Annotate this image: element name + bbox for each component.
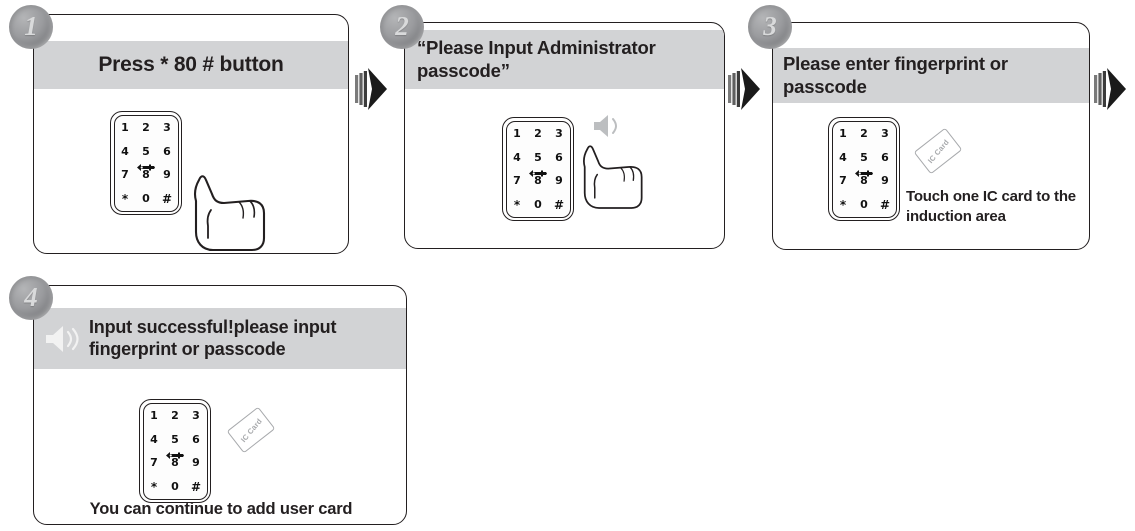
- keypad-key-6[interactable]: 6: [881, 150, 889, 164]
- step-4-caption: You can continue to add user card: [89, 500, 353, 518]
- step-1-banner: Press * 80 # button: [34, 41, 348, 89]
- step-badge-4-number: 4: [24, 281, 38, 312]
- step-2-banner-text: “Please Input Administrator passcode”: [417, 37, 656, 81]
- keypad-key-3[interactable]: 3: [163, 120, 171, 134]
- step-badge-1-number: 1: [24, 10, 38, 41]
- keypad-key-4[interactable]: 4: [121, 144, 129, 158]
- keypad-inner: 1 2 3 4 5 6 7 8 9 * 0 #: [142, 402, 208, 500]
- step-badge-3-number: 3: [763, 10, 777, 41]
- keypad-key-6[interactable]: 6: [163, 144, 171, 158]
- keypad-key-8[interactable]: 8: [171, 456, 179, 470]
- keypad-step-4[interactable]: 1 2 3 4 5 6 7 8 9 * 0 #: [139, 399, 211, 503]
- keypad-key-1[interactable]: 1: [121, 120, 129, 134]
- keypad-key-hash[interactable]: #: [190, 479, 202, 494]
- keypad-key-1[interactable]: 1: [513, 126, 521, 140]
- keypad-key-0[interactable]: 0: [534, 198, 542, 212]
- keypad-key-3[interactable]: 3: [881, 126, 889, 140]
- keypad-key-hash[interactable]: #: [879, 197, 891, 212]
- keypad-inner: 1 2 3 4 5 6 7 8 9 * 0 #: [831, 120, 897, 218]
- ic-card-icon: IC Card: [226, 406, 276, 454]
- keypad-key-9[interactable]: 9: [192, 456, 200, 470]
- speaker-icon: [591, 111, 627, 141]
- pointing-hand-icon: [573, 141, 645, 213]
- keypad-key-3[interactable]: 3: [555, 126, 563, 140]
- keypad-key-0[interactable]: 0: [142, 192, 150, 206]
- step-3-banner: Please enter fingerprint or passcode: [773, 48, 1089, 103]
- keypad-key-9[interactable]: 9: [881, 174, 889, 188]
- step-panel-1: Press * 80 # button 1 2 3 4 5 6 7 8 9 * …: [33, 14, 349, 254]
- keypad-key-7[interactable]: 7: [150, 456, 158, 470]
- keypad-key-8[interactable]: 8: [142, 168, 150, 182]
- ic-card-label: IC Card: [238, 416, 264, 444]
- keypad-key-3[interactable]: 3: [192, 408, 200, 422]
- keypad-key-1[interactable]: 1: [839, 126, 847, 140]
- keypad-key-5[interactable]: 5: [860, 150, 868, 164]
- keypad-key-7[interactable]: 7: [513, 174, 521, 188]
- ic-card-icon: IC Card: [913, 127, 963, 175]
- step-badge-4: 4: [9, 276, 53, 320]
- keypad-key-2[interactable]: 2: [142, 120, 150, 134]
- keypad-key-star[interactable]: *: [839, 197, 847, 212]
- keypad-key-star[interactable]: *: [150, 479, 158, 494]
- step-4-banner-text: Input successful!please input fingerprin…: [89, 316, 337, 359]
- keypad-key-5[interactable]: 5: [171, 432, 179, 446]
- step-2-banner: “Please Input Administrator passcode”: [405, 30, 724, 89]
- step-badge-3: 3: [748, 5, 792, 49]
- keypad-key-0[interactable]: 0: [171, 480, 179, 494]
- step-badge-2-number: 2: [395, 10, 409, 41]
- step-badge-1: 1: [9, 5, 53, 49]
- keypad-key-star[interactable]: *: [513, 197, 521, 212]
- keypad-key-9[interactable]: 9: [555, 174, 563, 188]
- keypad-key-1[interactable]: 1: [150, 408, 158, 422]
- keypad-step-3[interactable]: 1 2 3 4 5 6 7 8 9 * 0 #: [828, 117, 900, 221]
- keypad-key-5[interactable]: 5: [534, 150, 542, 164]
- arrow-1-to-2: [355, 66, 389, 112]
- keypad-key-4[interactable]: 4: [150, 432, 158, 446]
- pointing-hand-icon: [184, 170, 266, 253]
- speaker-icon: [42, 322, 86, 356]
- keypad-key-0[interactable]: 0: [860, 198, 868, 212]
- keypad-key-2[interactable]: 2: [171, 408, 179, 422]
- keypad-key-hash[interactable]: #: [553, 197, 565, 212]
- keypad-key-hash[interactable]: #: [161, 191, 173, 206]
- step-4-banner: Input successful!please input fingerprin…: [34, 308, 406, 369]
- step-3-banner-text: Please enter fingerprint or passcode: [783, 53, 1008, 97]
- step-badge-2: 2: [380, 5, 424, 49]
- keypad-step-1[interactable]: 1 2 3 4 5 6 7 8 9 * 0 #: [110, 111, 182, 215]
- keypad-key-2[interactable]: 2: [860, 126, 868, 140]
- keypad-key-9[interactable]: 9: [163, 168, 171, 182]
- keypad-inner: 1 2 3 4 5 6 7 8 9 * 0 #: [113, 114, 179, 212]
- step-panel-4: Input successful!please input fingerprin…: [33, 285, 407, 525]
- arrow-3-to-4: [1094, 66, 1128, 112]
- keypad-key-4[interactable]: 4: [513, 150, 521, 164]
- keypad-key-5[interactable]: 5: [142, 144, 150, 158]
- keypad-key-4[interactable]: 4: [839, 150, 847, 164]
- keypad-key-star[interactable]: *: [121, 191, 129, 206]
- keypad-key-2[interactable]: 2: [534, 126, 542, 140]
- keypad-key-7[interactable]: 7: [121, 168, 129, 182]
- keypad-key-7[interactable]: 7: [839, 174, 847, 188]
- keypad-key-6[interactable]: 6: [555, 150, 563, 164]
- step-1-banner-text: Press * 80 # button: [98, 53, 284, 77]
- keypad-step-2[interactable]: 1 2 3 4 5 6 7 8 9 * 0 #: [502, 117, 574, 221]
- keypad-key-8[interactable]: 8: [860, 174, 868, 188]
- keypad-key-8[interactable]: 8: [534, 174, 542, 188]
- keypad-inner: 1 2 3 4 5 6 7 8 9 * 0 #: [505, 120, 571, 218]
- step-panel-3: Please enter fingerprint or passcode 1 2…: [772, 22, 1090, 250]
- step-panel-2: “Please Input Administrator passcode” 1 …: [404, 22, 725, 249]
- keypad-key-6[interactable]: 6: [192, 432, 200, 446]
- step-3-caption: Touch one IC card to the induction area: [906, 188, 1076, 226]
- ic-card-label: IC Card: [925, 137, 951, 165]
- arrow-2-to-3: [728, 66, 762, 112]
